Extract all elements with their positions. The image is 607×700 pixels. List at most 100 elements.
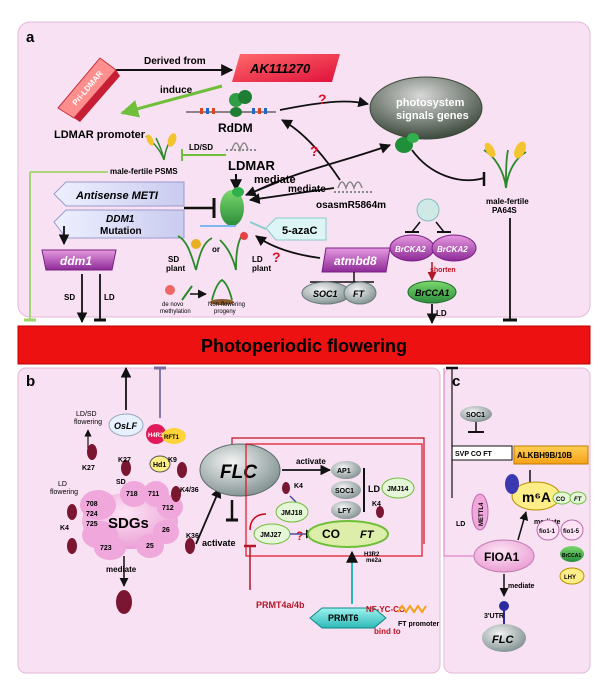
fio1-5-label: fio1-5 [563, 529, 580, 535]
brcka2-b-ellipse [431, 234, 477, 262]
co-ft-frame [245, 443, 423, 557]
shorten-label: shorten [430, 267, 456, 274]
ft-label-b: FT [360, 529, 375, 541]
ld-label-b: LD [368, 484, 380, 494]
mettl-ellipse [471, 493, 489, 531]
utr-label: 3'UTR [484, 613, 504, 620]
hd1-label: Hd1 [153, 462, 166, 469]
sdg-708: 708 [86, 501, 98, 508]
sdgs-activate-flc-arrow [195, 487, 222, 545]
co-ft-ellipse [307, 520, 389, 548]
question-2: ? [310, 143, 319, 159]
jmj14-ellipse [381, 477, 415, 499]
flc-repress-loop [231, 437, 425, 544]
m6a-label: m⁶A [522, 489, 551, 505]
ld-label-c: LD [456, 521, 465, 528]
rddm-complex [186, 90, 276, 117]
lhy-label: LHY [564, 575, 576, 581]
osasmr-to-rddm-arrow [281, 119, 341, 181]
sdg-26: 26 [162, 527, 170, 534]
ft-ellipse-c [569, 491, 587, 505]
mediate-arrow-2 [248, 187, 335, 204]
photosystem-to-pa64s-line [411, 149, 485, 182]
hd1-ellipse [149, 455, 171, 473]
jmj27-loop [249, 513, 267, 531]
ft-promoter-dna-icon [397, 604, 427, 614]
histone-tails-icon [67, 444, 195, 614]
ld-plant-label-1: LD [252, 255, 263, 264]
k27-label-a: K27 [82, 465, 95, 472]
sdg-724: 724 [86, 511, 98, 518]
k4-label-b: K4 [294, 483, 303, 490]
photoperiodic-banner [17, 325, 591, 365]
activate-label-1: activate [202, 538, 236, 548]
sd-plant-label-1: SD [168, 255, 179, 264]
ddm1-sd-label: SD [64, 293, 75, 302]
h3r2-label-1: H3R2 [364, 552, 380, 558]
k36-label: K36 [186, 533, 199, 540]
h4r3-label: H4R3 [148, 433, 164, 439]
prmt6-label: PRMT6 [328, 613, 359, 623]
atmbd8-box [321, 247, 391, 273]
lhy-ellipse [559, 567, 585, 585]
mediate-arrow-1 [244, 181, 279, 197]
azac-box [265, 217, 327, 241]
osasmr-rna-icon [334, 181, 372, 193]
male-fertile-psms-label: male-fertile PSMS [110, 167, 178, 176]
k4-label-c: K4 [372, 501, 381, 508]
ak111270-box [232, 54, 340, 82]
soc1-label-b: SOC1 [335, 488, 354, 495]
ft-label-c: FT [574, 497, 583, 503]
mettl-label: METTL4 [479, 502, 485, 526]
lfy-label: LFY [338, 508, 352, 515]
panel-b-letter: b [26, 373, 35, 390]
soc1-label-c: SOC1 [466, 412, 485, 419]
co-label-c: CO [556, 497, 565, 503]
pa64s-label-1: male-fertile [486, 197, 529, 206]
ddm1-mutation-label-2: Mutation [100, 226, 142, 237]
sd-plant-label-2: plant [166, 264, 185, 273]
methylation-progeny-icon [165, 278, 234, 305]
sdg-723: 723 [100, 545, 112, 552]
h3r2-label-2: me2a [366, 558, 382, 564]
jmj18-label: JMJ18 [281, 510, 303, 517]
ft-promoter-label: FT promoter [398, 621, 439, 628]
flc-label: FLC [220, 462, 257, 483]
brcka2-b-label: BrCKA2 [437, 245, 468, 254]
ldmar-rna-icon [226, 142, 258, 153]
lfy-ellipse [331, 501, 361, 519]
fioa1-label: FIOA1 [484, 550, 520, 564]
derived-from-label: Derived from [144, 56, 206, 67]
ddm1-label: ddm1 [60, 254, 92, 268]
brcca1-ellipse-c [560, 546, 584, 562]
alkbh-box [513, 445, 589, 465]
sdg-25: 25 [146, 543, 154, 550]
ld-sd-flowering-label-1: LD/SD [76, 411, 97, 418]
mediate-label-2: mediate [288, 184, 326, 195]
mediate-c-label-2: mediate [508, 583, 535, 590]
ld-sd-flowering-label-2: flowering [74, 419, 102, 426]
nf-label: NF-YC-CO [366, 605, 405, 614]
sdg-711: 711 [148, 491, 159, 498]
activate-label-2: activate [296, 457, 326, 466]
sdgs-mediate-label: mediate [106, 565, 137, 574]
utr-head [499, 601, 509, 611]
sd-ld-plants-icon [177, 225, 248, 271]
k9-label: K9 [168, 457, 177, 464]
non-flowering-label-1: Non-flowering [208, 302, 245, 308]
azac-inhibit-line [249, 221, 267, 230]
oslf-ellipse [108, 413, 144, 437]
sdgs-label: SDGs [108, 515, 149, 532]
green-pin-icon [395, 133, 419, 153]
panel-c-letter: c [452, 373, 460, 390]
brcca1-ld-label: LD [436, 309, 447, 318]
or-label: or [212, 245, 220, 254]
de-novo-label-1: de novo [162, 302, 184, 308]
question-1: ? [318, 91, 327, 107]
soc1-ellipse-c [460, 406, 492, 422]
prmt4-label: PRMT4a/4b [256, 600, 305, 610]
photosystem-label-2: signals genes [396, 110, 469, 122]
oslf-label: OsLF [114, 421, 138, 431]
